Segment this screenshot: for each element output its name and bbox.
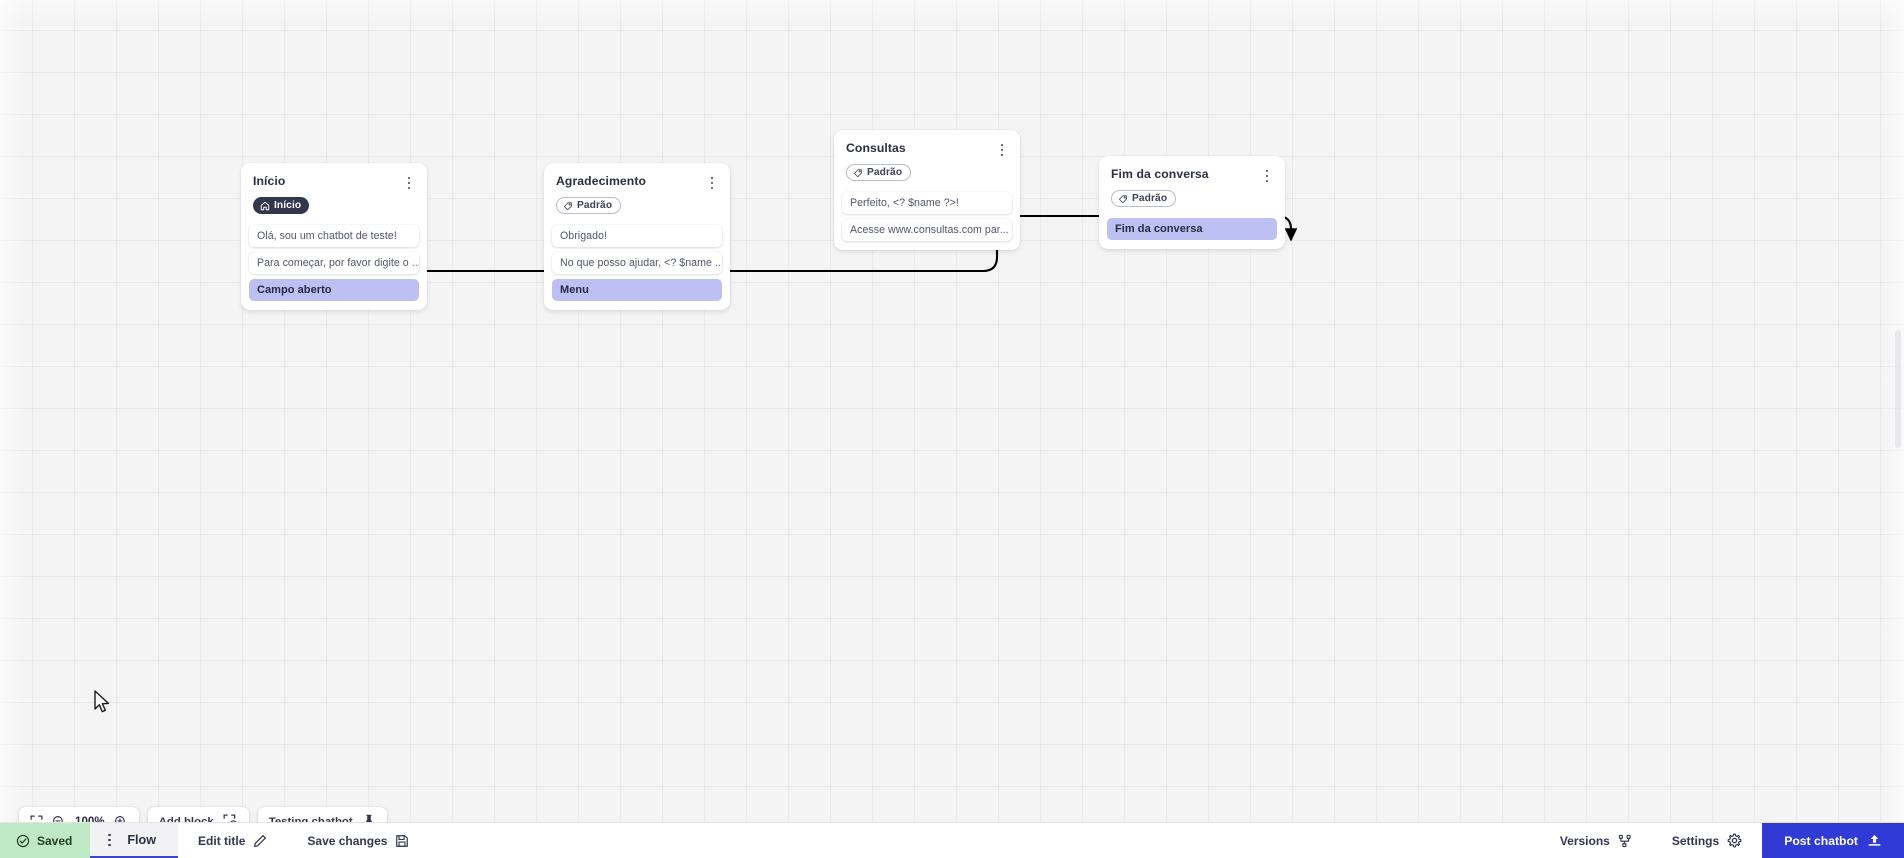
node-rows: Fim da conversa — [1107, 217, 1277, 240]
node-tag-row: Padrão — [1107, 184, 1277, 209]
node-rows: Obrigado! No que posso ajudar, <? $name … — [552, 224, 722, 301]
node-title: Início — [253, 174, 286, 188]
upload-icon — [1868, 834, 1881, 846]
node-menu-button[interactable] — [705, 175, 719, 191]
node-row-message[interactable]: No que posso ajudar, <? $name ... — [552, 251, 722, 274]
node-title: Fim da conversa — [1111, 167, 1209, 181]
node-row-action[interactable]: Fim da conversa — [1107, 217, 1277, 240]
status-bar: Saved Flow Edit title Save changes V — [0, 822, 1904, 858]
node-header: Fim da conversa — [1107, 165, 1277, 184]
versions-label: Versions — [1559, 833, 1610, 848]
node-row-action[interactable]: Campo aberto — [249, 278, 419, 301]
tab-flow[interactable]: Flow — [90, 823, 179, 858]
flow-node-agradecimento[interactable]: Agradecimento Padrão Obrigado! No que po… — [544, 163, 730, 310]
edit-title-button[interactable]: Edit title — [178, 823, 287, 858]
fit-screen-icon[interactable] — [30, 815, 43, 828]
flow-node-fim-da-conversa[interactable]: Fim da conversa Padrão Fim da conversa — [1099, 156, 1285, 249]
node-tag-label: Início — [274, 200, 302, 211]
node-tag-padrao[interactable]: Padrão — [556, 197, 622, 214]
node-menu-button[interactable] — [1260, 168, 1274, 184]
saved-status-badge: Saved — [0, 823, 91, 858]
node-header: Agradecimento — [552, 172, 722, 191]
node-header: Consultas — [842, 139, 1012, 158]
node-tag-padrao[interactable]: Padrão — [1111, 190, 1177, 207]
node-tag-row: Padrão — [842, 158, 1012, 183]
node-rows: Perfeito, <? $name ?>! Acesse www.consul… — [842, 191, 1012, 241]
node-menu-button[interactable] — [995, 142, 1009, 158]
settings-label: Settings — [1671, 833, 1720, 848]
node-tag-padrao[interactable]: Padrão — [846, 164, 912, 181]
save-changes-label: Save changes — [307, 833, 388, 848]
node-tag-label: Padrão — [1132, 193, 1168, 204]
drag-handle-icon[interactable] — [102, 832, 116, 848]
node-header: Início — [249, 172, 419, 191]
node-row-message[interactable]: Para começar, por favor digite o ... — [249, 251, 419, 274]
home-icon — [260, 201, 270, 210]
settings-button[interactable]: Settings — [1652, 823, 1762, 858]
pencil-icon — [254, 834, 267, 847]
node-title: Consultas — [846, 141, 906, 155]
flow-connectors — [396, 214, 1298, 278]
saved-label: Saved — [37, 833, 73, 848]
node-row-message[interactable]: Obrigado! — [552, 224, 722, 247]
tag-icon — [853, 168, 862, 177]
node-title: Agradecimento — [556, 174, 647, 188]
status-bar-right: Versions Settings Post chatbot — [1540, 823, 1904, 858]
node-row-message[interactable]: Acesse www.consultas.com par... — [842, 218, 1012, 241]
gear-icon — [1727, 833, 1742, 848]
node-row-action[interactable]: Menu — [552, 278, 722, 301]
edge-agradecimento-consultas — [699, 234, 1004, 273]
post-chatbot-label: Post chatbot — [1784, 833, 1858, 848]
check-circle-icon — [16, 834, 30, 847]
vertical-scrollbar[interactable] — [1895, 330, 1901, 448]
node-row-message[interactable]: Perfeito, <? $name ?>! — [842, 191, 1012, 214]
node-row-message[interactable]: Olá, sou um chatbot de teste! — [249, 224, 419, 247]
node-tag-label: Padrão — [867, 167, 903, 178]
post-chatbot-button[interactable]: Post chatbot — [1762, 823, 1904, 858]
versions-button[interactable]: Versions — [1540, 823, 1652, 858]
save-disk-icon — [396, 834, 409, 847]
node-tag-row: Início — [249, 191, 419, 216]
node-rows: Olá, sou um chatbot de teste! Para começ… — [249, 224, 419, 301]
edit-title-label: Edit title — [198, 833, 246, 848]
branch-icon — [1618, 834, 1631, 847]
flow-node-consultas[interactable]: Consultas Padrão Perfeito, <? $name ?>! … — [834, 130, 1020, 250]
flow-node-inicio[interactable]: Início Início Olá, sou um chatbot de tes… — [241, 163, 427, 310]
flow-canvas[interactable]: Início Início Olá, sou um chatbot de tes… — [0, 0, 1904, 822]
node-tag-inicio[interactable]: Início — [253, 197, 310, 214]
node-menu-button[interactable] — [402, 175, 416, 191]
save-changes-button[interactable]: Save changes — [287, 823, 429, 858]
node-tag-label: Padrão — [577, 200, 613, 211]
tab-flow-label: Flow — [127, 832, 157, 847]
tag-icon — [1118, 194, 1127, 203]
tag-icon — [563, 201, 572, 210]
node-tag-row: Padrão — [552, 191, 722, 216]
